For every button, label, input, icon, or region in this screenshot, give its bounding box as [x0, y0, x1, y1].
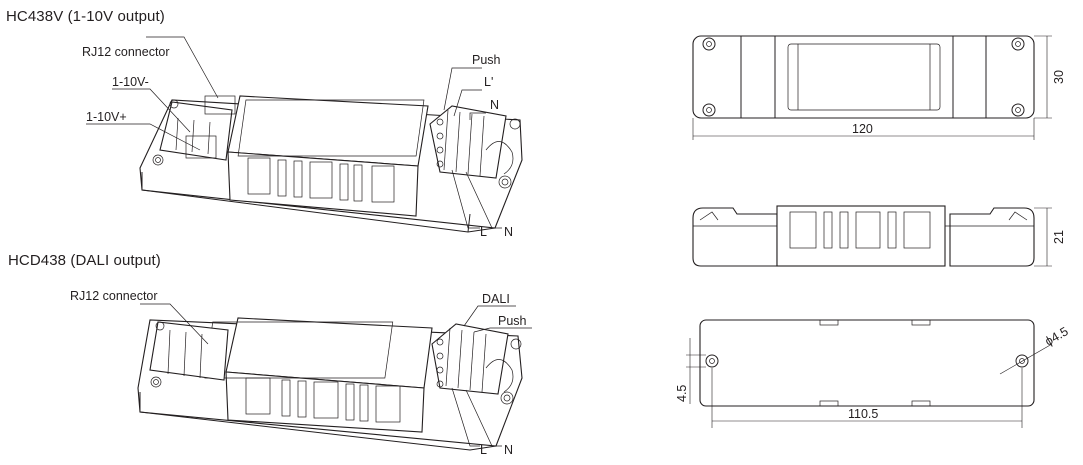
- push-label-top: Push: [472, 53, 501, 67]
- dim-hole-diameter: ϕ4.5: [1043, 324, 1071, 348]
- hcd438-isometric-view: RJ12 connector DALI Push L N: [70, 289, 532, 457]
- minus-1-10v-label: 1-10V-: [112, 75, 149, 89]
- l-lower-label-bottom: L: [480, 443, 487, 457]
- bottom-view-drawing: 4.5 110.5 ϕ4.5: [675, 319, 1071, 428]
- dim-hole-offset-4-5: 4.5: [675, 385, 689, 402]
- hcd438-title: HCD438 (DALI output): [8, 252, 161, 269]
- hc438v-title: HC438V (1-10V output): [6, 8, 165, 25]
- n-lower-label-top: N: [504, 225, 513, 239]
- push-label-bottom: Push: [498, 314, 527, 328]
- l-lower-label-top: L: [480, 225, 487, 239]
- l-prime-label: L': [484, 75, 493, 89]
- n-upper-label: N: [490, 98, 499, 112]
- dim-hole-spacing-110-5: 110.5: [848, 407, 878, 421]
- n-lower-label-bottom: N: [504, 443, 513, 457]
- plus-1-10v-label: 1-10V+: [86, 110, 127, 124]
- rj12-connector-label: RJ12 connector: [82, 45, 170, 59]
- dim-length-120: 120: [852, 122, 873, 136]
- dim-height-21: 21: [1052, 230, 1066, 244]
- rj12-connector-label-dali: RJ12 connector: [70, 289, 158, 303]
- dim-height-30: 30: [1052, 70, 1066, 84]
- hc438v-isometric-view: RJ12 connector 1-10V- 1-10V+ Push L' N L…: [82, 36, 523, 239]
- dali-label: DALI: [482, 292, 510, 306]
- side-view-drawing: 21: [692, 205, 1066, 267]
- top-view-drawing: 30 120: [692, 35, 1066, 140]
